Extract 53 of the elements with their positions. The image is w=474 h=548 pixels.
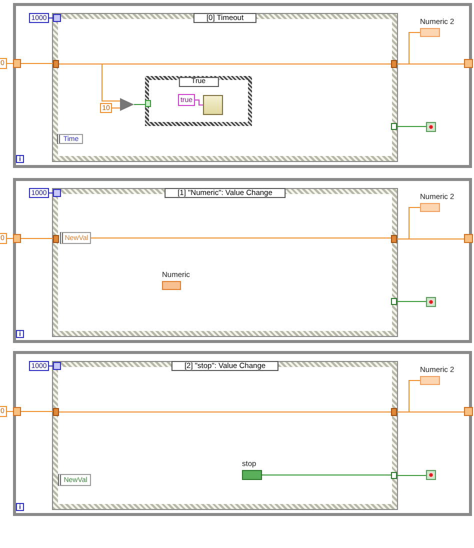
wire: [20, 63, 54, 64]
numeric-indicator: [420, 376, 440, 385]
function-node: [203, 95, 223, 115]
wire: [396, 207, 420, 240]
tunnel: [391, 123, 397, 130]
tunnel: [53, 408, 59, 416]
tunnel: [391, 298, 397, 305]
numeric-indicator: [420, 203, 440, 212]
wire: [396, 475, 426, 476]
numeric-control: [162, 281, 181, 290]
shift-register: [464, 234, 473, 243]
while-loop-frame: [13, 178, 472, 343]
while-loop-frame: [13, 351, 472, 516]
tunnel: [391, 472, 397, 479]
tunnel: [53, 60, 59, 68]
case-structure: [145, 76, 252, 126]
wire: [20, 411, 54, 412]
stop-terminal: [426, 470, 436, 480]
wire: [396, 380, 420, 412]
wire: [20, 238, 54, 239]
while-loop-frame: [13, 3, 472, 168]
wire: [262, 474, 392, 476]
tunnel: [53, 235, 59, 243]
greater-than-function: [120, 98, 134, 111]
wire: [396, 32, 420, 64]
tunnel: [391, 408, 397, 416]
timeout-terminal: [53, 362, 61, 370]
event-structure: [53, 362, 397, 509]
wire: [6, 411, 14, 412]
wire: [396, 126, 426, 127]
timeout-terminal: [53, 14, 61, 22]
stop-terminal: [426, 297, 436, 307]
timeout-terminal: [53, 189, 61, 197]
tunnel: [391, 235, 397, 243]
wire: [6, 238, 14, 239]
tunnel: [391, 60, 397, 68]
case-selector-terminal: [145, 100, 151, 107]
event-structure: [53, 14, 397, 161]
wire: [6, 63, 14, 64]
event-structure: [53, 189, 397, 336]
shift-register: [13, 407, 21, 416]
shift-register: [464, 407, 473, 416]
shift-register: [13, 59, 21, 68]
shift-register: [464, 59, 473, 68]
wire: [134, 104, 146, 105]
wire: [48, 192, 54, 194]
shift-register: [13, 234, 21, 243]
boolean-control: [242, 470, 262, 480]
wire: [58, 64, 120, 102]
numeric-indicator: [420, 28, 440, 37]
wire: [396, 301, 426, 302]
stop-terminal: [426, 122, 436, 132]
wire: [194, 100, 204, 106]
